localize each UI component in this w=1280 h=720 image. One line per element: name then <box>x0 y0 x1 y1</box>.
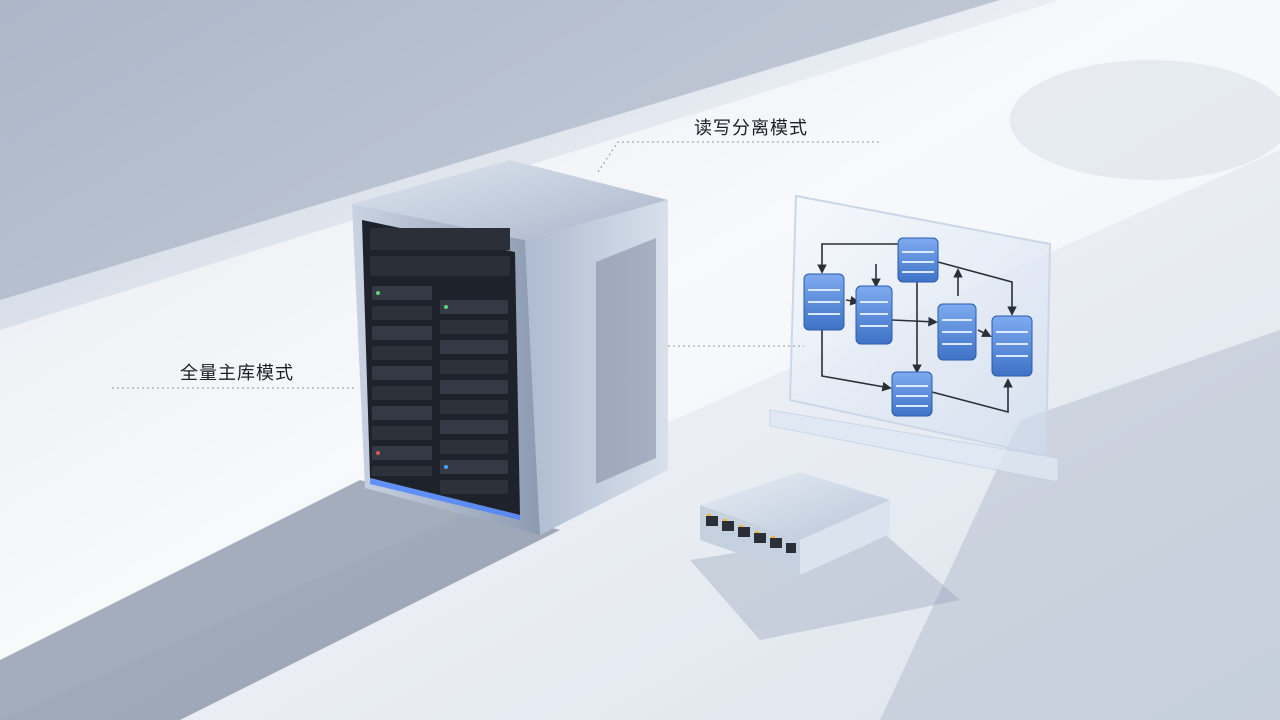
db-node-top <box>897 237 939 283</box>
side-vent <box>596 238 656 484</box>
blue-underglow <box>370 478 520 520</box>
drive-bays <box>370 228 510 494</box>
diagram-arrows <box>817 243 1017 414</box>
switch-ports <box>706 516 796 553</box>
foliage-shadow <box>1010 60 1280 180</box>
switch-side <box>800 500 890 575</box>
server-top <box>352 160 668 240</box>
port-leds <box>707 514 775 538</box>
dark-shadow-top <box>0 0 1000 300</box>
network-switch-icon <box>690 472 960 640</box>
db-node-right-mid <box>937 303 977 361</box>
callout-lines <box>112 141 880 389</box>
db-node-left <box>803 273 845 331</box>
switch-top <box>700 472 890 540</box>
server-tower-icon <box>352 160 668 535</box>
database-replication-diagram-icon <box>769 194 1059 483</box>
leader-read-write <box>597 141 880 173</box>
callout-full-primary-mode: 全量主库模式 <box>180 363 294 384</box>
db-node-center <box>855 285 893 345</box>
dark-shadow-bottom <box>0 480 560 720</box>
soft-shadow-right <box>880 330 1280 720</box>
db-node-far-right <box>991 315 1033 377</box>
acrylic-base <box>769 409 1059 483</box>
callout-read-write-mode: 读写分离模式 <box>694 118 808 139</box>
db-node-bottom <box>891 371 933 417</box>
